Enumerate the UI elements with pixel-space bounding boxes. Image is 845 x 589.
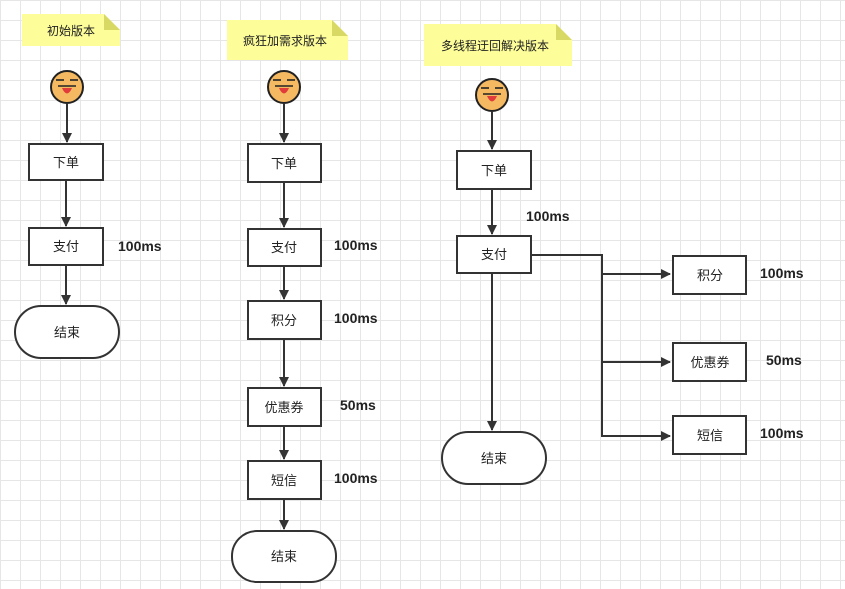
points-label-v2: 积分 <box>271 314 297 329</box>
sms-label-v3: 短信 <box>697 429 723 444</box>
smiley-face-icon <box>475 78 509 112</box>
note-v3-body <box>424 24 572 66</box>
smiley-face-icon <box>267 70 301 104</box>
coupon-box-v3 <box>672 342 747 382</box>
sms-time-v2: 100ms <box>334 470 378 486</box>
sms-label-v2: 短信 <box>271 474 297 489</box>
end-terminal-v3 <box>441 431 547 485</box>
pay-time-v3: 100ms <box>526 208 570 224</box>
note-v2: 疯狂加需求版本 <box>227 20 348 60</box>
note-v3-fold <box>556 24 572 40</box>
end-label-v1: 结束 <box>54 326 80 341</box>
pay-box-v3 <box>456 235 532 274</box>
note-v3-text: 多线程迂回解决版本 <box>441 38 549 53</box>
version-3-column: 多线程迂回解决版本 下单 100ms 支付 结束 积分 100ms 优惠券 50… <box>424 24 804 485</box>
note-v2-text: 疯狂加需求版本 <box>243 33 327 48</box>
arrow-pay-to-coupon-v3 <box>601 274 671 367</box>
end-terminal-v1 <box>14 305 120 359</box>
arrow-pay-to-sms-v3 <box>601 362 671 441</box>
note-v1-body <box>22 14 120 46</box>
order-label-v3: 下单 <box>481 164 507 179</box>
pay-label-v1: 支付 <box>53 240 79 255</box>
end-label-v3: 结束 <box>481 452 507 467</box>
points-label-v3: 积分 <box>697 269 723 284</box>
pay-time-v1: 100ms <box>118 238 162 254</box>
version-2-column: 疯狂加需求版本 下单 支付 100ms 积分 100ms 优惠券 50ms 短信… <box>227 20 378 583</box>
note-v2-fold <box>332 20 348 36</box>
pay-time-v2: 100ms <box>334 237 378 253</box>
order-box-v3 <box>456 150 532 190</box>
points-box-v2 <box>247 300 322 340</box>
points-time-v2: 100ms <box>334 310 378 326</box>
pay-box-v2 <box>247 228 322 267</box>
note-v2-body <box>227 20 348 60</box>
end-label-v2: 结束 <box>271 550 297 565</box>
coupon-label-v2: 优惠券 <box>264 400 303 416</box>
order-label-v1: 下单 <box>53 156 79 171</box>
pay-box-v1 <box>28 227 104 266</box>
version-1-column: 初始版本 下单 支付 100ms 结束 <box>14 14 162 359</box>
points-box-v3 <box>672 255 747 295</box>
order-label-v2: 下单 <box>271 157 297 172</box>
note-v1: 初始版本 <box>22 14 120 46</box>
sms-box-v3 <box>672 415 747 455</box>
pay-label-v2: 支付 <box>271 241 297 256</box>
note-v1-text: 初始版本 <box>47 24 95 38</box>
coupon-time-v2: 50ms <box>340 397 376 413</box>
sms-time-v3: 100ms <box>760 425 804 441</box>
smiley-face-icon <box>50 70 84 104</box>
arrow-pay-to-points-v3 <box>531 254 671 279</box>
note-v3: 多线程迂回解决版本 <box>424 24 572 66</box>
coupon-time-v3: 50ms <box>766 352 802 368</box>
note-v1-fold <box>104 14 120 30</box>
points-time-v3: 100ms <box>760 265 804 281</box>
pay-label-v3: 支付 <box>481 248 507 263</box>
end-terminal-v2 <box>231 530 337 583</box>
coupon-label-v3: 优惠券 <box>690 355 729 371</box>
order-box-v2 <box>247 143 322 183</box>
